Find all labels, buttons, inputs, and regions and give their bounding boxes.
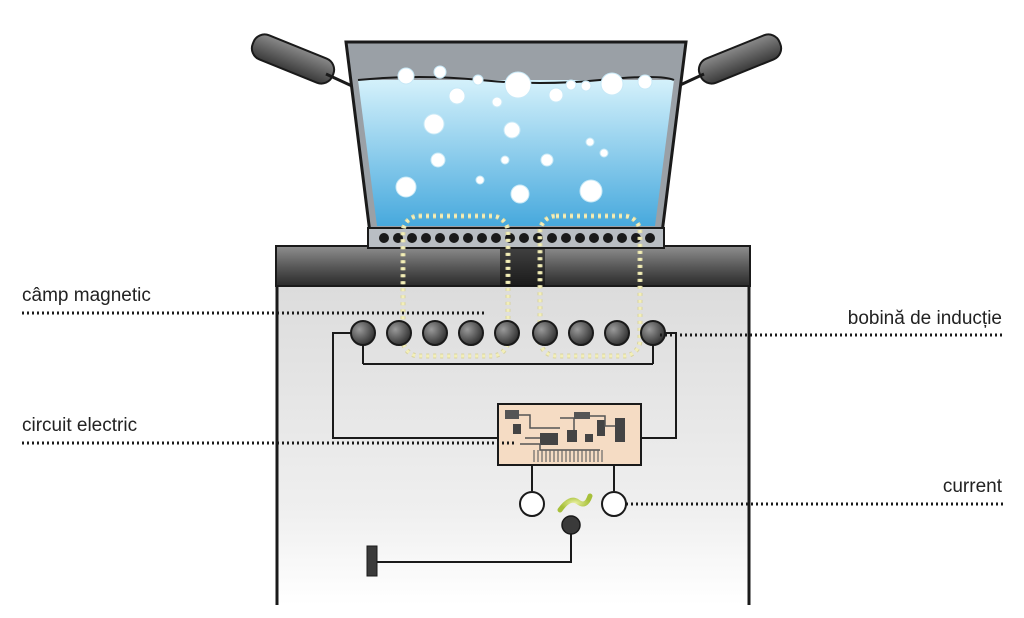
label-induction-coil: bobină de inducție [847,308,1002,329]
pot-handle-right [677,33,783,88]
coil-wires [332,332,677,439]
pot-handle-left [250,33,353,88]
electric-circuit-board [497,403,642,466]
cooktop-surface [275,245,751,287]
label-electric-circuit: circuit electric [22,415,138,436]
induction-coil [350,320,666,365]
power-switch [366,515,581,577]
current-spark-icon [557,493,593,513]
label-current: current [942,476,1002,497]
coil-turn-icon [350,320,666,346]
power-plug-icon [519,465,627,517]
label-magnetic-field: câmp magnetic [22,285,151,306]
label-leader-lines [22,311,1003,506]
magnetic-field-loops [400,213,643,359]
water-bubbles [395,65,653,204]
